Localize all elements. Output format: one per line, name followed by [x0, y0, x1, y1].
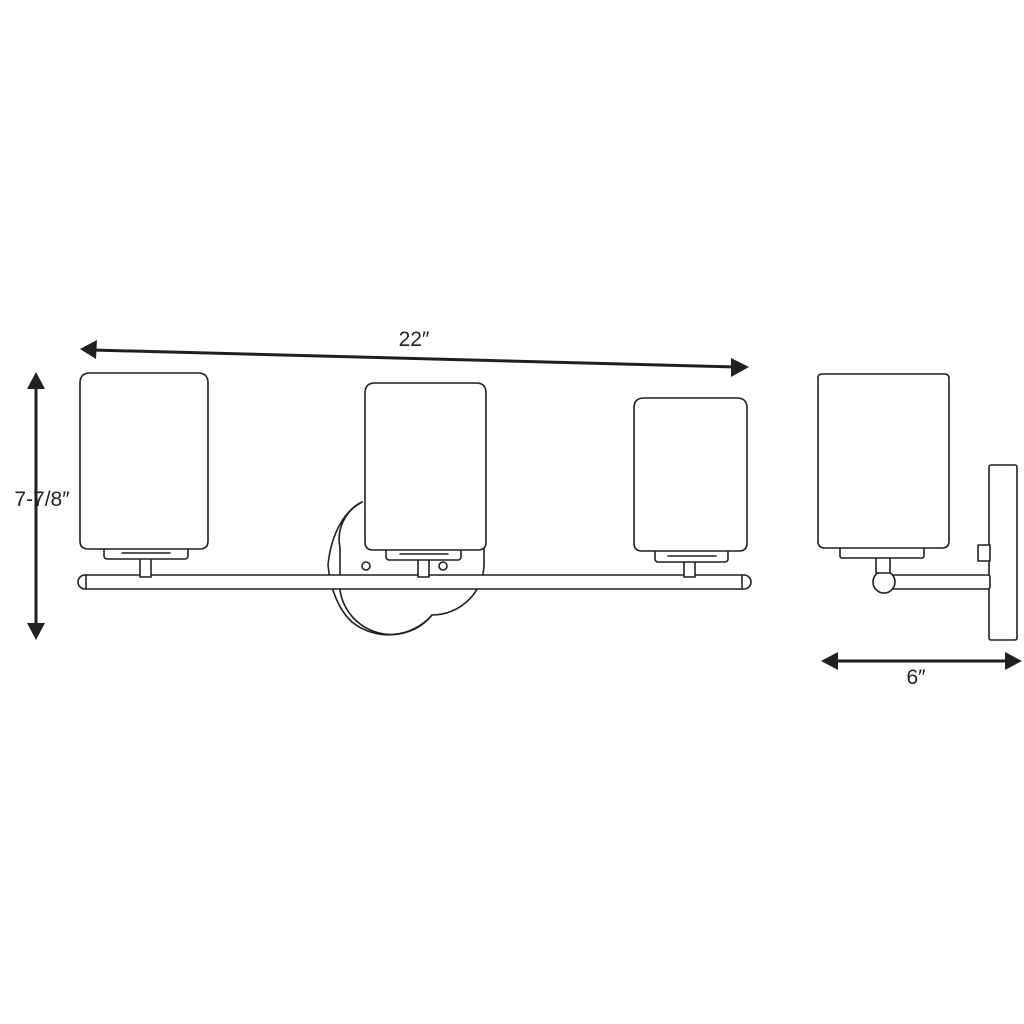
backplate-edge — [327, 501, 363, 623]
shade-center — [364, 382, 487, 578]
width-arrow-left — [80, 340, 97, 359]
front-view — [77, 372, 752, 636]
height-label: 7-7/8″ — [14, 488, 70, 511]
mounting-screw-right — [438, 561, 448, 571]
shade-left-glass — [79, 372, 209, 550]
depth-arrow-right — [1005, 652, 1022, 670]
shade-center-stem — [417, 557, 430, 578]
depth-dimension: 6″ — [821, 652, 1022, 689]
side-view — [817, 373, 1018, 641]
side-backplate-tab — [977, 544, 991, 562]
backplate-bottom — [351, 614, 433, 636]
side-knuckle — [872, 570, 896, 594]
arm-bar — [77, 574, 752, 590]
side-shade-glass — [817, 373, 950, 549]
height-arrow-top — [27, 372, 45, 389]
shade-right-glass — [633, 397, 748, 552]
shade-left — [79, 372, 209, 578]
horizontal-arm — [77, 574, 752, 590]
width-label: 22″ — [399, 328, 430, 351]
shade-center-glass — [364, 382, 487, 551]
shade-right — [633, 397, 748, 578]
height-dimension: 7-7/8″ — [14, 372, 70, 640]
depth-label: 6″ — [906, 666, 926, 689]
width-arrow-right — [731, 358, 749, 377]
height-arrow-bottom — [27, 623, 45, 640]
backplate — [327, 501, 485, 636]
width-dimension: 22″ — [80, 328, 749, 377]
width-dimension-line — [91, 348, 737, 369]
mounting-screw-left — [361, 561, 371, 571]
side-backplate — [988, 464, 1018, 641]
shade-left-stem — [139, 557, 152, 578]
side-arm — [889, 574, 991, 590]
depth-arrow-left — [821, 652, 838, 670]
